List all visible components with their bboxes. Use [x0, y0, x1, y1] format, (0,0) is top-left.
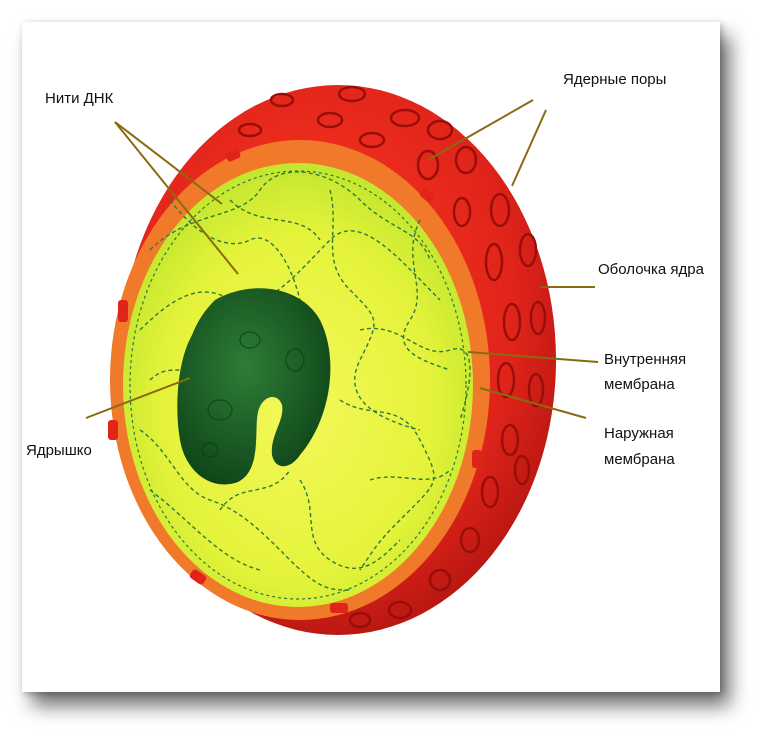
label-nuclear-pores: Ядерные поры	[563, 71, 667, 88]
label-inner-membrane-2: мембрана	[604, 376, 675, 393]
label-outer-membrane-1: Наружная	[604, 425, 674, 442]
nucleoplasm-outline	[129, 170, 467, 600]
membrane-gaps	[108, 148, 482, 613]
nuclear-pores	[237, 85, 547, 629]
label-inner-membrane-1: Внутренняя	[604, 351, 687, 368]
label-nucleolus: Ядрышко	[26, 442, 92, 459]
label-dna-threads: Нити ДНК	[45, 90, 114, 107]
leader-lines	[85, 99, 599, 419]
dna-threads	[139, 171, 471, 591]
nucleolus-texture	[201, 331, 305, 458]
nucleolus	[177, 288, 331, 485]
label-outer-membrane-2: мембрана	[604, 451, 675, 468]
label-nuclear-envelope: Оболочка ядра	[598, 261, 704, 278]
